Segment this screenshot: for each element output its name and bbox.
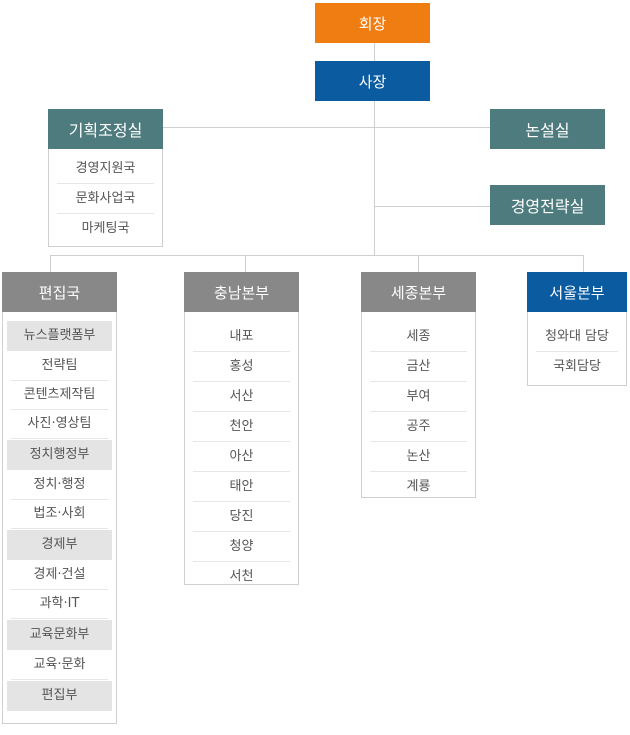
planning-office-box: 기획조정실: [48, 109, 163, 149]
connector-line: [375, 206, 490, 207]
list-item: 태안: [193, 472, 290, 502]
list-item: 마케팅국: [81, 221, 130, 236]
section-header: 편집부: [7, 681, 112, 711]
list-item: 홍성: [193, 352, 290, 382]
list-item: 금산: [370, 352, 467, 382]
editorial-office-box: 논설실: [490, 109, 605, 149]
bureau-sejong: 세종본부: [361, 272, 476, 312]
connector-line: [418, 255, 419, 272]
strategy-office-box: 경영전략실: [490, 185, 605, 225]
list-item: 청와대 담당: [536, 322, 618, 352]
list-item: 청양: [193, 532, 290, 562]
section-header: 경제부: [7, 530, 112, 560]
list-item: 문화사업국: [57, 184, 154, 214]
list-item: 논산: [370, 442, 467, 472]
chairman-box: 회장: [315, 3, 430, 43]
list-item: 공주: [370, 412, 467, 442]
bureau-chungnam: 충남본부: [184, 272, 299, 312]
list-item: 콘텐츠제작팀: [11, 381, 108, 410]
connector-line: [50, 255, 51, 272]
list-item: 계룡: [406, 479, 431, 494]
list-item: 국회담당: [553, 359, 601, 374]
list-item: 법조·사회: [11, 500, 108, 529]
connector-line: [245, 255, 246, 272]
bureau-editorial: 편집국: [2, 272, 117, 312]
list-item: 천안: [193, 412, 290, 442]
list-item: 아산: [193, 442, 290, 472]
list-item: 당진: [193, 502, 290, 532]
section-header: 뉴스플랫폼부: [7, 321, 112, 351]
connector-line: [50, 255, 584, 256]
connector-line: [163, 127, 490, 128]
list-item: 경제·건설: [11, 561, 108, 590]
list-item: 사진·영상팀: [11, 410, 108, 439]
list-item: 정치·행정: [11, 471, 108, 500]
list-item: 과학·IT: [11, 590, 108, 619]
bureau-seoul: 서울본부: [527, 272, 627, 312]
section-header: 교육문화부: [7, 620, 112, 650]
list-item: 교육·문화: [11, 651, 108, 680]
connector-line: [374, 42, 375, 255]
connector-line: [583, 255, 584, 272]
list-item: 경영지원국: [57, 154, 154, 184]
list-item: 부여: [370, 382, 467, 412]
planning-office-list: 경영지원국 문화사업국 마케팅국: [48, 149, 163, 247]
list-item: 서산: [193, 382, 290, 412]
list-item: 내포: [193, 322, 290, 352]
list-item: 서천: [229, 569, 254, 584]
list-item: 전략팀: [11, 352, 108, 381]
list-item: 세종: [370, 322, 467, 352]
president-box: 사장: [315, 61, 430, 101]
section-header: 정치행정부: [7, 440, 112, 470]
